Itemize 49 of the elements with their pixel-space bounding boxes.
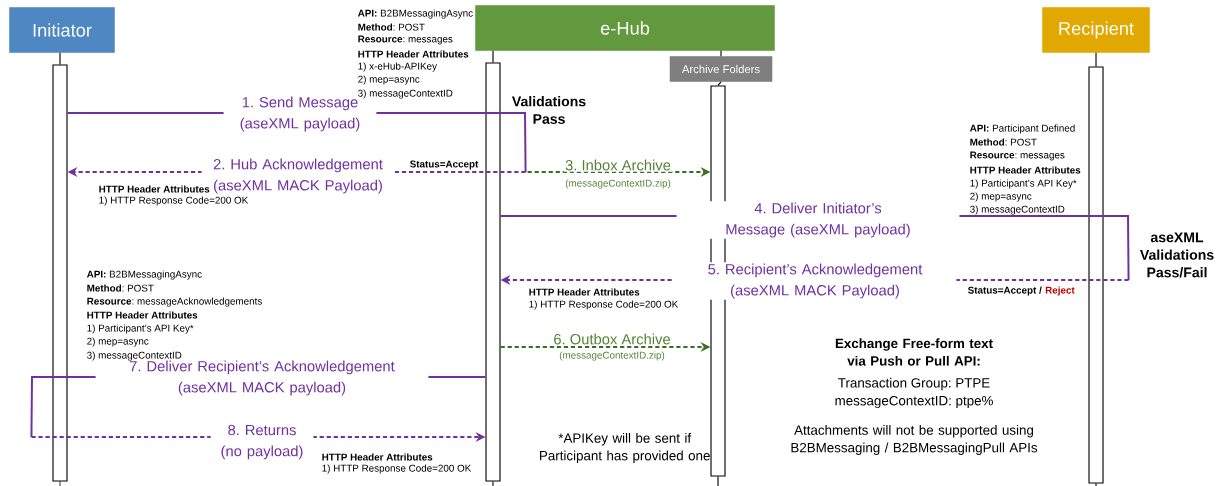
lifeline [720,50,722,57]
annotation-text: 2) mep=async [87,337,149,347]
activation-bar [52,64,68,482]
note-text: Attachments will not be supported using B2BMessaging / B2BMessagingPull APIs [791,425,1038,455]
activation-bar [485,62,501,482]
status-note: aseXML Validations Pass/Fail [1140,232,1214,278]
annotation-text: HTTP Header Attributes [529,288,640,296]
lifeline [59,52,61,65]
annotation-text: 1) Participant’s API Key* [970,179,1077,189]
note-text: messageContextID: ptpe% [835,395,993,409]
annotation-text: Status=Accept / [968,286,1042,296]
edge-label: 3. Inbox Archive [563,158,673,172]
annotation-text: 1) HTTP Response Code=200 OK [99,196,249,206]
annotation-text: Resource: messageAcknowledgements [87,297,262,307]
note-text: Transaction Group: PTPE [838,377,990,391]
annotation-text: Method: POST [358,23,425,31]
edge-label: 5. Recipient’s Acknowledgement (aseXML MACK Payload) [673,262,957,300]
annotation-text: Resource: messages [970,151,1065,161]
edge-label: 8. Returns (no payload) [210,423,314,461]
annotation-text: 1) HTTP Response Code=200 OK [322,464,472,474]
annotation-text: HTTP Header Attributes [322,453,433,461]
annotation-text: (messageContextID.zip) [565,179,671,189]
annotation-text: 2) mep=async [970,192,1032,202]
annotation-text: 3) messageContextID [87,351,182,361]
participant-box: Initiator [9,7,115,53]
annotation-text: HTTP Header Attributes [358,50,469,58]
annotation-text: 1) HTTP Response Code=200 OK [529,300,679,310]
annotation-text: Status=Accept [410,160,479,170]
annotation-text: 2) mep=async [358,75,420,85]
annotation-text: Method: POST [970,138,1037,146]
annotation-text: (messageContextID.zip) [559,351,665,361]
annotation-text: API: B2BMessagingAsync [86,270,202,280]
participant-box: Recipient [1042,7,1150,53]
archive-box: Archive Folders [669,56,773,82]
activation-bar [1088,66,1104,484]
lifeline [717,81,722,86]
annotation-text: Reject [1045,286,1075,296]
annotation-text: 3) messageContextID [970,205,1065,215]
annotation-text: 1) x-eHub-APIKey [358,62,437,72]
lifeline [492,50,494,63]
note-text: Exchange Free-form text via Push or Pull API: [835,338,993,366]
edge-label: 4. Deliver Initiator’s Message (aseXML payload) [676,201,960,239]
annotation-text: Method: POST [87,284,154,292]
annotation-text: Resource: messages [358,35,453,45]
annotation-text: 1) Participant’s API Key* [87,324,194,334]
hub-box: e-Hub [475,5,775,51]
edge-label: 6. Outbox Archive [551,332,673,346]
annotation-text: HTTP Header Attributes [87,311,198,319]
lifeline [1095,52,1097,67]
